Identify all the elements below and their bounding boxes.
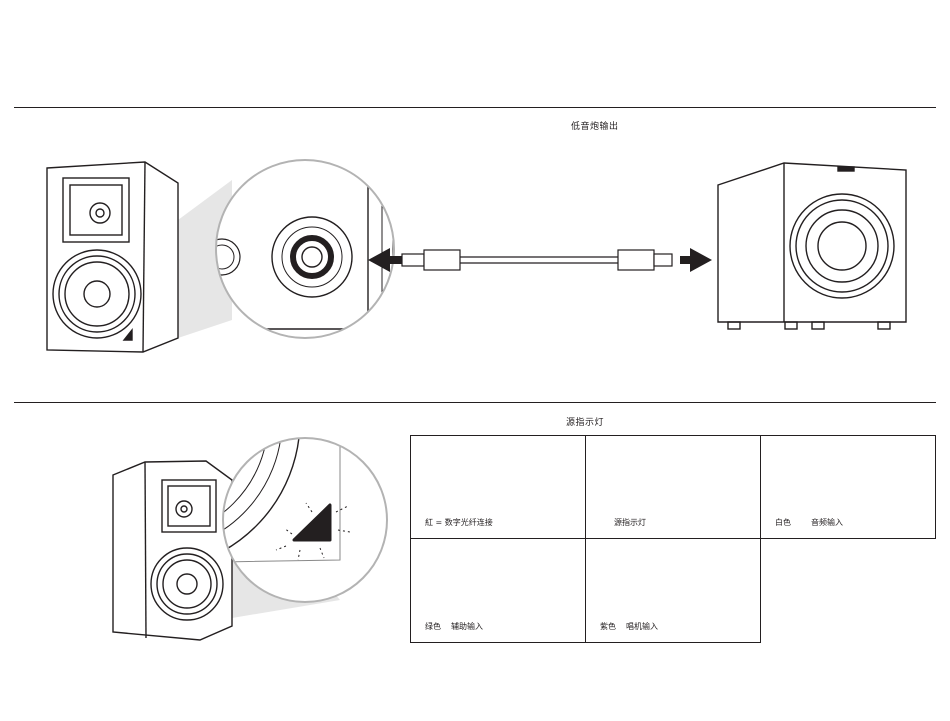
led-cell-label: 绿色辅助输入 bbox=[425, 621, 483, 632]
led-cell-label: 白色音频输入 bbox=[775, 517, 843, 528]
arrow-icon bbox=[690, 248, 712, 272]
bookshelf-speaker bbox=[47, 162, 178, 352]
subwoofer bbox=[718, 163, 906, 329]
led-cell-label: 源指示灯 bbox=[614, 517, 646, 528]
section-divider-bottom bbox=[14, 402, 936, 403]
subwoofer-connection-illustration bbox=[0, 140, 950, 355]
led-cell-indicator: 源指示灯 bbox=[585, 435, 761, 539]
led-color-table: 紅 = 数字光纤连接 源指示灯 白色音频输入 绿色辅助输入 紫色唱机输入 bbox=[410, 435, 936, 643]
section-divider-top bbox=[14, 107, 936, 108]
source-indicator-heading: 源指示灯 bbox=[566, 415, 604, 428]
led-cell-label: 紫色唱机输入 bbox=[600, 621, 658, 632]
subwoofer-output-heading: 低音炮输出 bbox=[571, 119, 619, 132]
led-cell-white: 白色音频输入 bbox=[760, 435, 936, 539]
led-cell-purple: 紫色唱机输入 bbox=[585, 538, 761, 643]
led-cell-green: 绿色辅助输入 bbox=[410, 538, 586, 643]
source-led-illustration bbox=[100, 430, 400, 645]
led-cell-red: 紅 = 数字光纤连接 bbox=[410, 435, 586, 539]
bookshelf-speaker bbox=[113, 461, 232, 640]
led-cell-label: 紅 = 数字光纤连接 bbox=[425, 517, 493, 528]
